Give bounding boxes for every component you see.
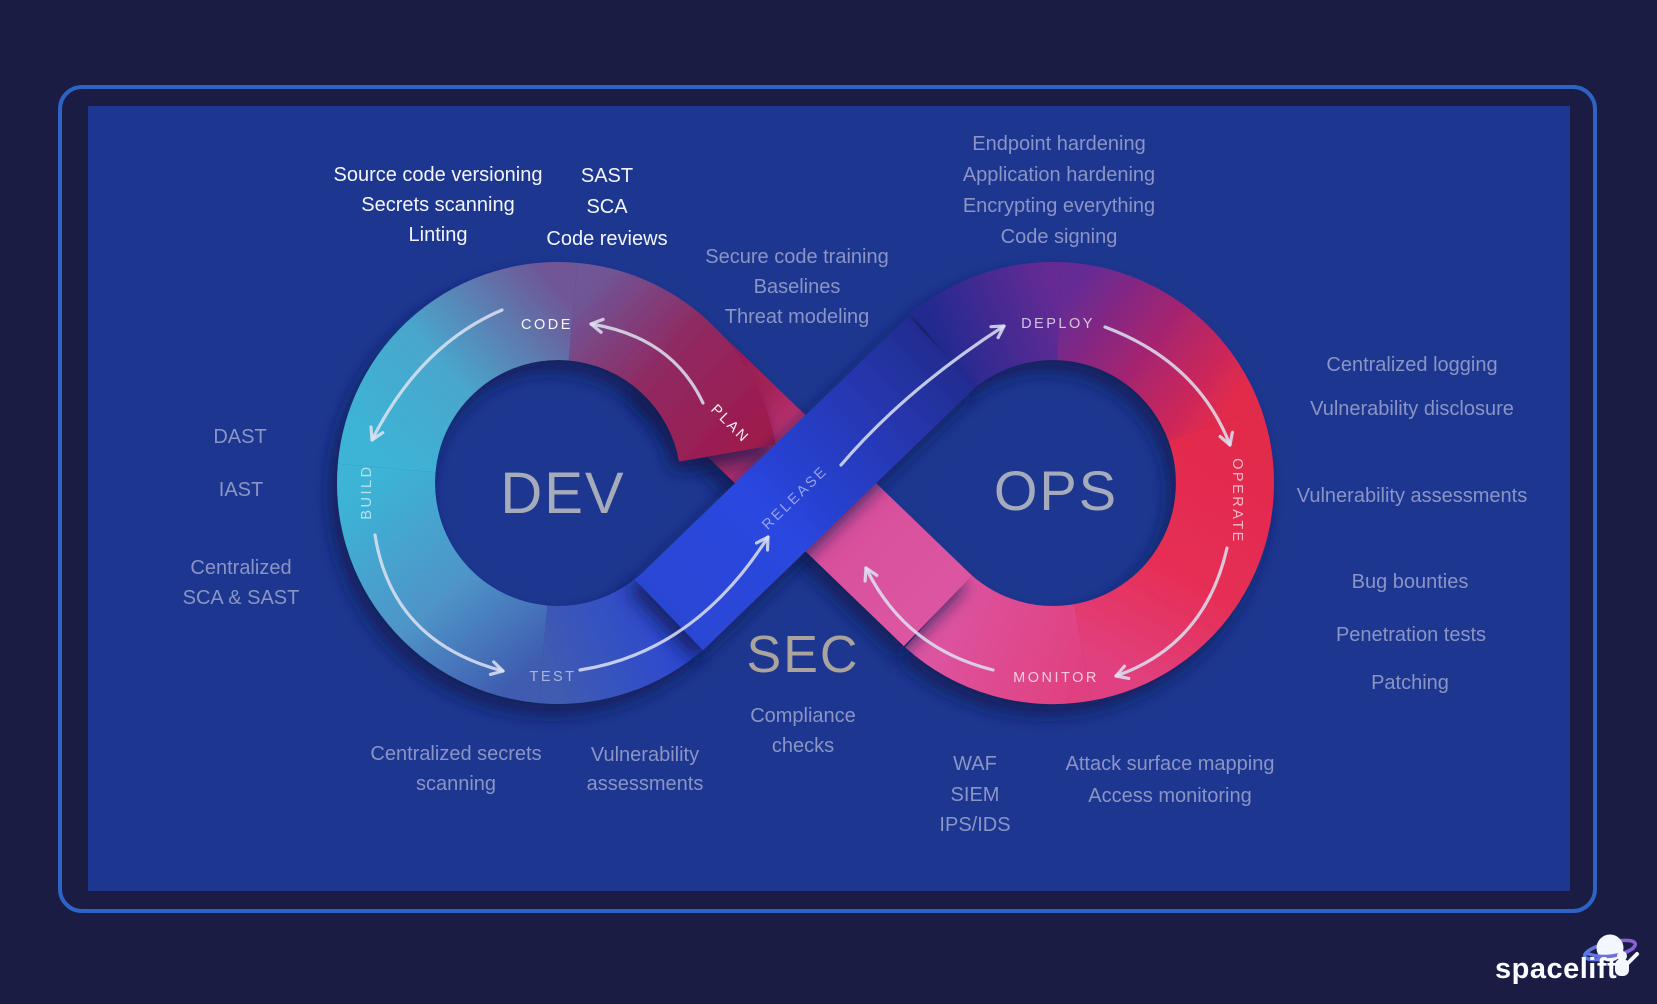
annotation-line: SAST [581, 165, 633, 187]
annotation-monitor-practices: Attack surface mapping Access monitoring [1066, 753, 1275, 807]
annotation-deploy-practices: Endpoint hardening Application hardening… [963, 133, 1155, 248]
annotation-centralized-scanning: Centralized SCA & SAST [183, 557, 300, 609]
annotation-line: Vulnerability disclosure [1310, 398, 1514, 420]
annotation-line: checks [772, 735, 834, 757]
annotation-operate-assessments: Vulnerability assessments [1297, 485, 1527, 507]
annotation-line: Vulnerability [591, 744, 699, 766]
dev-ring [337, 262, 776, 704]
annotation-secrets: Centralized secrets scanning [370, 743, 541, 795]
arrowhead-build-to-test [488, 660, 505, 676]
annotation-line: IPS/IDS [939, 814, 1010, 836]
arrow-monitor-to-plan [864, 566, 995, 672]
annotation-line: Centralized [190, 557, 291, 579]
annotation-line: SCA [586, 196, 628, 218]
spacelift-logo: spacelift [1495, 934, 1639, 985]
arrow-test-to-release [578, 535, 770, 672]
annotation-line: Attack surface mapping [1066, 753, 1275, 775]
annotation-review-tools: SAST SCA Code reviews [546, 165, 667, 250]
arrowhead-release-to-deploy [989, 324, 1006, 340]
arrow-build-to-test [373, 533, 505, 673]
annotation-line: Centralized secrets [370, 743, 541, 765]
astronaut-arm-icon [1626, 952, 1639, 965]
annotation-line: WAF [953, 753, 997, 775]
release-ribbon [634, 315, 977, 651]
annotation-line: Baselines [754, 276, 841, 298]
arrowhead-plan-to-code [589, 317, 605, 334]
annotation-line: Vulnerability assessments [1297, 485, 1527, 507]
annotation-compliance: Compliance checks [750, 705, 856, 757]
flow-arrows [369, 308, 1234, 680]
arrow-operate-to-monitor [1114, 546, 1229, 678]
annotation-line: Access monitoring [1088, 785, 1251, 807]
stage-label-code: CODE [521, 317, 573, 333]
arrowhead-monitor-to-plan [863, 566, 879, 583]
arrow-deploy-to-operate [1103, 325, 1232, 447]
astronaut-head-icon [1617, 951, 1627, 961]
dev-title: DEV [500, 461, 625, 526]
annotation-line: Source code versioning [333, 164, 542, 186]
stage-label-deploy: DEPLOY [1021, 316, 1095, 332]
annotation-line: Code signing [1001, 226, 1118, 248]
annotation-line: DAST [213, 426, 266, 448]
arrowhead-test-to-release [754, 535, 770, 552]
arrow-code-to-build [370, 308, 504, 442]
annotation-line: SCA & SAST [183, 587, 300, 609]
annotation-line: assessments [587, 773, 704, 795]
annotation-line: Bug bounties [1352, 571, 1469, 593]
annotation-line: SIEM [951, 784, 1000, 806]
annotation-line: Secrets scanning [361, 194, 514, 216]
stage-label-build: BUILD [359, 464, 375, 519]
planet-ring-front [1585, 946, 1635, 959]
annotation-operate-logging: Centralized logging Vulnerability disclo… [1310, 354, 1514, 420]
annotation-line: Threat modeling [725, 306, 870, 328]
annotation-line: Linting [409, 224, 468, 246]
arrowhead-operate-to-monitor [1114, 664, 1131, 680]
annotation-line: Centralized logging [1326, 354, 1497, 376]
annotation-line: Secure code training [705, 246, 888, 268]
annotation-line: Endpoint hardening [972, 133, 1145, 155]
annotations: Source code versioning Secrets scanning … [183, 133, 1528, 836]
annotation-line: Encrypting everything [963, 195, 1155, 217]
astronaut-body-icon [1615, 959, 1629, 976]
annotation-monitor-tools: WAF SIEM IPS/IDS [939, 753, 1010, 836]
annotation-line: Code reviews [546, 228, 667, 250]
arrowhead-code-to-build [369, 425, 385, 442]
annotation-vuln-assessments: Vulnerability assessments [587, 744, 704, 795]
annotation-operate-offensive: Bug bounties Penetration tests Patching [1336, 571, 1486, 694]
logo-wordmark: spacelift [1495, 953, 1617, 985]
stage-label-test: TEST [529, 669, 576, 685]
arrow-release-to-deploy [839, 324, 1006, 467]
planet-astronaut-icon [1582, 934, 1639, 976]
annotation-code-tools: Source code versioning Secrets scanning … [333, 164, 542, 246]
annotation-line: IAST [219, 479, 263, 501]
arrowhead-deploy-to-operate [1218, 430, 1234, 447]
arrow-plan-to-code [589, 322, 705, 405]
annotation-line: Application hardening [963, 164, 1155, 186]
annotation-line: scanning [416, 773, 496, 795]
annotation-line: Penetration tests [1336, 624, 1486, 646]
stage-labels: CODE PLAN BUILD TEST RELEASE DEPLOY OPER… [359, 316, 1245, 686]
stage-label-monitor: MONITOR [1013, 670, 1099, 686]
annotation-dynamic-testing: DAST IAST [213, 426, 266, 501]
annotation-line: Compliance [750, 705, 856, 727]
annotation-line: Patching [1371, 672, 1449, 694]
ops-title: OPS [994, 459, 1118, 522]
stage-label-operate: OPERATE [1229, 458, 1245, 544]
ops-ring [905, 262, 1274, 704]
annotation-plan-practices: Secure code training Baselines Threat mo… [705, 246, 888, 328]
sec-title: SEC [747, 626, 860, 684]
panel-border [58, 85, 1597, 913]
